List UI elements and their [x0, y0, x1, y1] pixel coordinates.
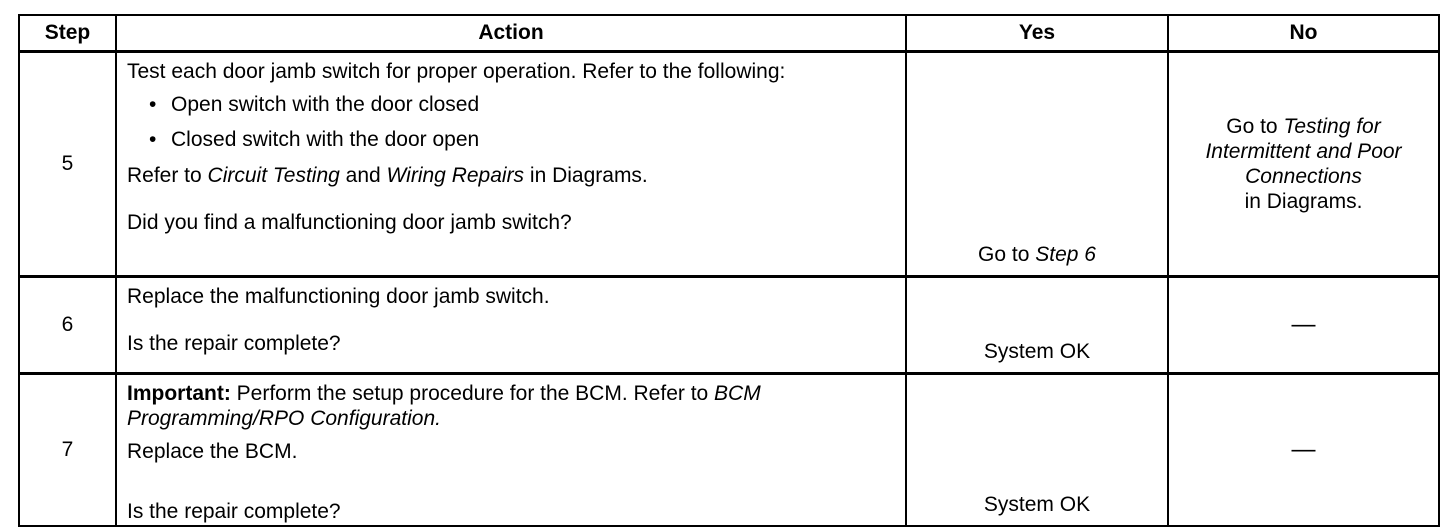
action-intro: Test each door jamb switch for proper op…: [127, 60, 786, 83]
no-cell: —: [1167, 275, 1440, 375]
no-prefix: Go to: [1226, 114, 1284, 138]
refer-line: Refer to Circuit Testing and Wiring Repa…: [127, 163, 895, 188]
action-question: Did you find a malfunctioning door jamb …: [127, 210, 572, 234]
no-suffix: in Diagrams.: [1244, 190, 1363, 214]
step-column-header: Step: [18, 14, 117, 53]
no-column-header: No: [1167, 14, 1440, 53]
action-text: Replace the malfunctioning door jamb swi…: [127, 285, 550, 308]
bcm-programming-link[interactable]: BCM Programming/RPO Configuration: [127, 382, 761, 431]
no-dash: —: [1291, 310, 1316, 338]
bullet-text: Open switch with the door closed: [171, 93, 480, 117]
bullet-icon: •: [149, 128, 157, 152]
action-cell: Test each door jamb switch for proper op…: [115, 50, 907, 278]
no-dash: —: [1291, 435, 1316, 463]
bullet-list: • Open switch with the door closed • Close…: [127, 92, 895, 152]
diagnostic-table: Step Action Yes No 5 Test each door jamb…: [18, 14, 1440, 527]
bullet-text: Closed switch with the door open: [171, 128, 480, 152]
important-note: Important: Perform the setup procedure f…: [127, 381, 895, 431]
action-text: Replace the BCM.: [127, 440, 298, 464]
yes-cell: System OK: [905, 372, 1169, 527]
circuit-testing-link[interactable]: Circuit Testing: [207, 163, 340, 187]
table-row: 7 Important: Perform the setup procedure…: [18, 372, 1440, 527]
wiring-repairs-link[interactable]: Wiring Repairs: [386, 163, 525, 187]
action-cell: Important: Perform the setup procedure f…: [115, 372, 907, 527]
refer-prefix: Refer to: [127, 163, 208, 187]
step-number: 5: [18, 50, 117, 278]
table-header-row: Step Action Yes No: [18, 14, 1440, 53]
list-item: • Open switch with the door closed: [149, 92, 895, 117]
no-cell: —: [1167, 372, 1440, 527]
yes-prefix: Go to: [978, 242, 1036, 266]
yes-cell: System OK: [905, 275, 1169, 375]
yes-column-header: Yes: [905, 14, 1169, 53]
action-cell: Replace the malfunctioning door jamb swi…: [115, 275, 907, 375]
no-cell: Go to Testing for Intermittent and Poor …: [1167, 50, 1440, 278]
table-row: 6 Replace the malfunctioning door jamb s…: [18, 275, 1440, 375]
step-6-link[interactable]: Step 6: [1035, 242, 1096, 266]
important-text: Perform the setup procedure for the BCM.…: [230, 382, 715, 405]
table-row: 5 Test each door jamb switch for proper …: [18, 50, 1440, 278]
important-label: Important:: [127, 382, 231, 405]
important-end: .: [435, 407, 441, 431]
bullet-icon: •: [149, 93, 157, 117]
action-question: Is the repair complete?: [127, 332, 341, 356]
list-item: • Closed switch with the door open: [149, 127, 895, 152]
yes-cell: Go to Step 6: [905, 50, 1169, 278]
action-question: Is the repair complete?: [127, 499, 341, 523]
action-column-header: Action: [115, 14, 907, 53]
refer-suffix: in Diagrams.: [524, 163, 648, 187]
testing-intermittent-link[interactable]: Testing for Intermittent and Poor Connec…: [1205, 114, 1402, 188]
step-number: 7: [18, 372, 117, 527]
step-number: 6: [18, 275, 117, 375]
refer-and: and: [339, 163, 387, 187]
